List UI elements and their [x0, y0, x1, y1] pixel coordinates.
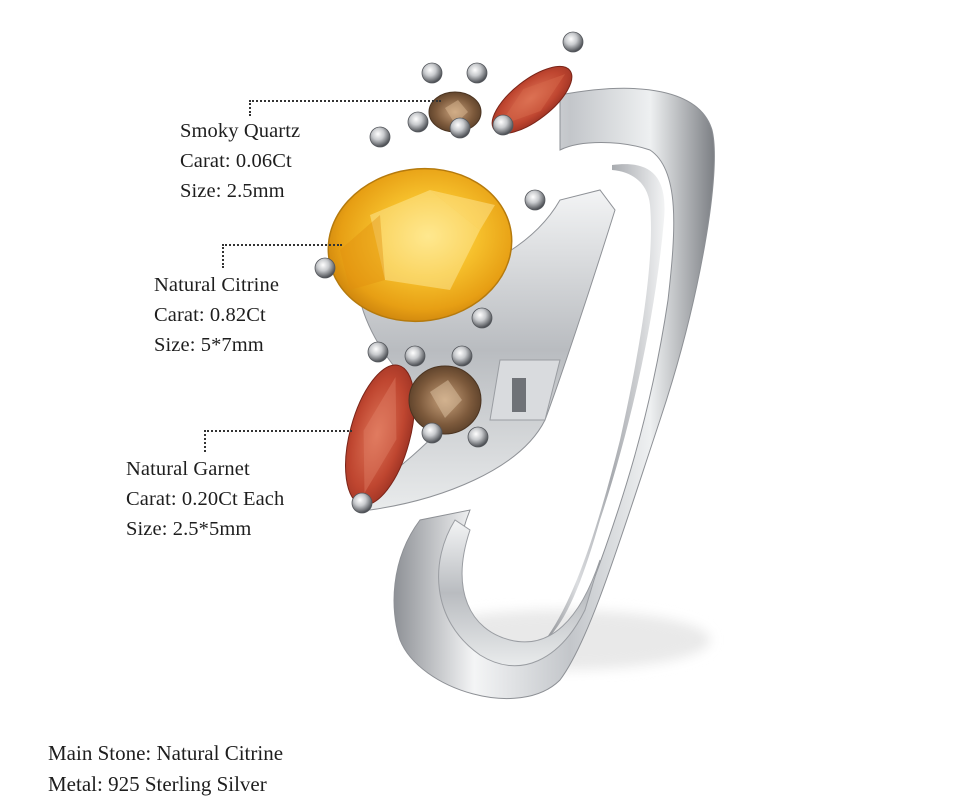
metal-spec: Metal: 925 Sterling Silver	[48, 772, 267, 796]
garnet-callout: Natural Garnet Carat: 0.20Ct Each Size: …	[126, 454, 284, 544]
smoky-quartz-carat: Carat: 0.06Ct	[180, 150, 292, 172]
citrine-carat: Carat: 0.82Ct	[154, 304, 266, 326]
citrine-leader-horizontal	[222, 244, 342, 246]
main-stone-spec: Main Stone: Natural Citrine	[48, 741, 284, 765]
garnet-top	[491, 66, 573, 134]
citrine-name: Natural Citrine	[154, 274, 280, 296]
citrine-size: Size: 5*7mm	[154, 334, 264, 356]
garnet-size: Size: 2.5*5mm	[126, 518, 252, 540]
product-specs: Main Stone: Natural Citrine Metal: 925 S…	[48, 738, 283, 800]
smoky-quartz-leader-horizontal	[249, 100, 441, 102]
smoky-quartz-size: Size: 2.5mm	[180, 180, 285, 202]
smoky-quartz-leader-vertical	[249, 100, 251, 116]
garnet-name: Natural Garnet	[126, 458, 250, 480]
smoky-quartz-name: Smoky Quartz	[180, 120, 301, 142]
garnet-carat: Carat: 0.20Ct Each	[126, 488, 285, 510]
garnet-leader-horizontal	[204, 430, 352, 432]
smoky-quartz-callout: Smoky Quartz Carat: 0.06Ct Size: 2.5mm	[180, 116, 300, 206]
garnet-leader-vertical	[204, 430, 206, 452]
citrine-leader-vertical	[222, 244, 224, 268]
citrine-callout: Natural Citrine Carat: 0.82Ct Size: 5*7m…	[154, 270, 279, 360]
